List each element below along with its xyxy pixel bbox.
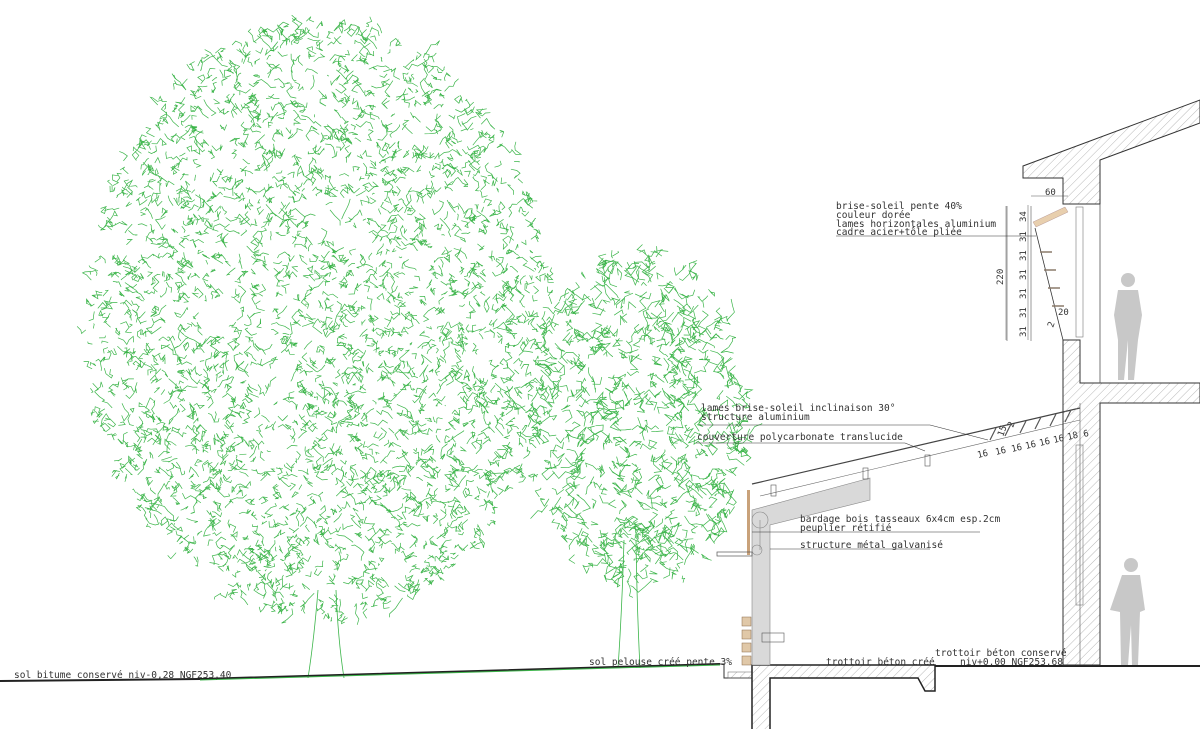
dim-total-height: 220: [996, 269, 1006, 285]
foundation-slab: [751, 664, 936, 729]
dim-canopy-thickness: 2: [1006, 421, 1017, 430]
leader-lines: [696, 235, 1036, 550]
note-brise-soleil-2: couleur dorée: [836, 210, 911, 221]
existing-building: [1005, 99, 1200, 666]
note-lames-2: structure aluminium: [701, 412, 810, 423]
note-bardage-2: peuplier rétifié: [800, 523, 892, 534]
dim-slat: 31: [1019, 288, 1029, 299]
dim-canopy-slat: 16: [1024, 440, 1037, 452]
note-bardage-1: bardage bois tasseaux 6x4cm esp.2cm: [800, 514, 1000, 525]
dim-slat: 31: [1019, 269, 1029, 280]
dim-canopy-slat: 16: [976, 449, 989, 461]
note-trottoir-conserve-1: trottoir béton conservé: [935, 648, 1067, 659]
dim-canopy-slat: 16: [994, 446, 1007, 458]
dim-slat-thickness: 2: [1046, 321, 1057, 330]
note-brise-soleil-3: lames horizontales aluminium: [836, 219, 996, 230]
large-tree-foliage: [76, 14, 558, 625]
note-brise-soleil-1: brise-soleil pente 40%: [836, 201, 962, 212]
note-structure: structure métal galvanisé: [800, 540, 943, 551]
dim-slat: 31: [1019, 307, 1029, 318]
dim-overhang: 60: [1045, 188, 1056, 198]
dim-canopy-slat: 18: [1066, 431, 1079, 443]
annotations: brise-soleil pente 40% couleur dorée lam…: [14, 201, 1067, 681]
trees: [76, 14, 763, 625]
note-sol-pelouse: sol pelouse créé pente 3%: [589, 657, 732, 668]
dim-slat-depth: 20: [1058, 308, 1069, 318]
dim-slat: 31: [1019, 250, 1029, 261]
dim-slat: 31: [1019, 326, 1029, 337]
note-trottoir-cree: trottoir béton créé: [826, 657, 935, 668]
human-figure: [1110, 273, 1145, 665]
dim-canopy-gap: 15: [996, 424, 1009, 438]
dimension-lines: [1006, 206, 1032, 341]
dim-slat: 31: [1019, 231, 1029, 242]
dim-canopy-slat: 16: [1038, 437, 1051, 449]
dim-canopy-slat: 16: [1052, 434, 1065, 446]
note-sol-bitume: sol bitume conservé niv-0,28 NGF253,40: [14, 670, 232, 681]
dimension-texts: 60 220 34 31 31 31 31 31 31 20 2 15 2 16…: [976, 188, 1090, 461]
wood-cladding: [747, 490, 750, 555]
dim-canopy-slat: 6: [1082, 429, 1090, 440]
dim-canopy-slat: 16: [1010, 443, 1023, 455]
note-brise-soleil-4: cadre acier+tôle pliée: [836, 227, 962, 238]
note-trottoir-conserve-2: niv+0,00 NGF253,68: [960, 657, 1063, 668]
wood-blocks: [741, 616, 752, 666]
small-tree-foliage: [520, 244, 763, 598]
note-lames-1: lames brise-soleil inclinaison 30°: [701, 403, 895, 414]
tree-trunks: [307, 539, 641, 679]
dim-slat: 34: [1019, 211, 1029, 222]
ground-line: [0, 663, 1200, 682]
note-couverture: couverture polycarbonate translucide: [697, 432, 903, 443]
